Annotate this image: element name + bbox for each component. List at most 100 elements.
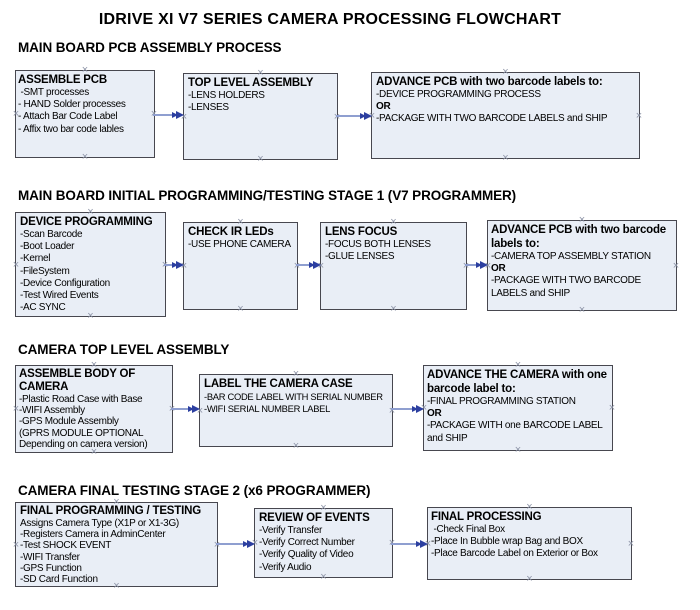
box-line: -AC SYNC bbox=[20, 302, 66, 314]
connection-handle-icon: × bbox=[608, 402, 616, 414]
connection-handle-icon: × bbox=[578, 304, 586, 316]
box-line: -Plastic Road Case with Base bbox=[19, 394, 143, 405]
box-line: -WIFI SERIAL NUMBER LABEL bbox=[204, 403, 331, 415]
connector-line bbox=[336, 115, 369, 117]
box-line: -FOCUS BOTH LENSES bbox=[325, 239, 431, 250]
box-line: -Place In Bubble wrap Bag and BOX bbox=[431, 536, 583, 548]
box-line: - Affix two bar code lables bbox=[18, 123, 124, 135]
box-title: LABEL THE CAMERA CASE bbox=[204, 378, 353, 390]
arrowhead-icon bbox=[188, 405, 194, 412]
box-line: Assigns Camera Type (X1P or X1-3G) bbox=[20, 518, 179, 529]
connector-arrow-label-to-advance bbox=[391, 403, 424, 415]
box-title: ADVANCE THE CAMERA with one barcode labe… bbox=[427, 369, 607, 395]
arrowhead-icon bbox=[247, 540, 255, 548]
box-title: LENS FOCUS bbox=[325, 226, 398, 238]
connector-arrow-lensfocus-to-advance bbox=[465, 259, 488, 271]
arrowhead-icon bbox=[416, 540, 422, 547]
flow-box-check-ir-leds: CHECK IR LEDs -USE PHONE CAMERA ×××× bbox=[181, 217, 300, 315]
connection-handle-icon: × bbox=[635, 109, 643, 122]
arrowhead-icon bbox=[172, 261, 178, 268]
connector-arrow-body-to-label bbox=[171, 403, 200, 415]
box-line: -Verify Quality of Video bbox=[259, 549, 354, 561]
connection-handle-icon: × bbox=[514, 444, 522, 456]
arrowhead-icon bbox=[313, 261, 321, 269]
box-line: -Place Barcode Label on Exterior or Box bbox=[431, 548, 598, 560]
box-line: -BAR CODE LABEL WITH SERIAL NUMBER bbox=[204, 391, 383, 402]
connection-handle-icon: × bbox=[257, 153, 264, 165]
box-title: FINAL PROCESSING bbox=[431, 511, 542, 523]
box-line: -WIFI Transfer bbox=[20, 551, 80, 563]
connection-handle-icon: × bbox=[502, 152, 509, 164]
arrowhead-icon bbox=[476, 261, 482, 268]
box-title: CHECK IR LEDs bbox=[188, 226, 274, 238]
arrowhead-icon bbox=[243, 540, 249, 547]
flow-box-advance-pcb-two-labels-stage1: ADVANCE PCB with two barcode labels to: … bbox=[485, 215, 680, 316]
flow-box-top-level-assembly: TOP LEVEL ASSEMBLY -LENS HOLDERS -LENSES… bbox=[181, 68, 340, 165]
arrowhead-icon bbox=[420, 540, 428, 548]
box-title: ADVANCE PCB with two barcode labels to: bbox=[491, 224, 667, 250]
connector-line bbox=[391, 543, 425, 545]
arrowhead-icon bbox=[309, 261, 315, 268]
section-heading-initial-programming-testing: MAIN BOARD INITIAL PROGRAMMING/TESTING S… bbox=[18, 188, 517, 203]
connection-handle-icon: × bbox=[390, 303, 397, 315]
flow-box-final-processing: FINAL PROCESSING -Check Final Box -Place… bbox=[425, 502, 635, 585]
connector-line bbox=[465, 264, 485, 266]
arrowhead-icon bbox=[192, 405, 200, 413]
box-line-or: OR bbox=[427, 408, 442, 420]
connection-handle-icon: × bbox=[526, 573, 533, 585]
box-line: -PACKAGE WITH TWO BARCODE LABELS and SHI… bbox=[376, 113, 608, 125]
connector-arrow-review-to-finalproc bbox=[391, 538, 428, 550]
box-line: -Scan Barcode bbox=[20, 229, 83, 240]
box-line: -PACKAGE WITH one BARCODE LABEL and SHIP bbox=[427, 420, 605, 444]
connection-handle-icon: × bbox=[627, 537, 635, 550]
box-line: -Boot Loader bbox=[20, 241, 75, 253]
connector-arrow-irleds-to-lensfocus bbox=[296, 259, 321, 271]
box-line: -Verify Audio bbox=[259, 561, 312, 573]
box-line: -Device Configuration bbox=[20, 277, 110, 289]
box-line: -LENS HOLDERS bbox=[188, 90, 265, 101]
box-line: -Verify Transfer bbox=[259, 525, 322, 536]
flow-box-final-programming-testing: FINAL PROGRAMMING / TESTING Assigns Came… bbox=[12, 497, 220, 592]
arrowhead-icon bbox=[416, 405, 424, 413]
flow-box-review-of-events: REVIEW OF EVENTS -Verify Transfer -Verif… bbox=[252, 503, 395, 583]
flow-box-advance-camera-one-label: ADVANCE THE CAMERA with one barcode labe… bbox=[421, 360, 616, 456]
connector-line bbox=[153, 114, 181, 116]
box-line: -Registers Camera in AdminCenter bbox=[20, 529, 166, 541]
box-title: ASSEMBLE PCB bbox=[18, 74, 107, 86]
arrowhead-icon bbox=[360, 112, 366, 119]
arrowhead-icon bbox=[480, 261, 488, 269]
arrowhead-icon bbox=[412, 405, 418, 412]
box-line-or: OR bbox=[376, 101, 391, 113]
box-line: -FileSystem bbox=[20, 265, 70, 277]
section-heading-pcb-assembly: MAIN BOARD PCB ASSEMBLY PROCESS bbox=[18, 40, 282, 55]
box-line: -USE PHONE CAMERA bbox=[188, 239, 291, 250]
box-line: -Test SHOCK EVENT bbox=[20, 540, 112, 552]
box-line: -GPS Module Assembly bbox=[19, 416, 119, 428]
connection-handle-icon: × bbox=[12, 538, 20, 551]
section-heading-camera-final-testing: CAMERA FINAL TESTING STAGE 2 (x6 PROGRAM… bbox=[18, 483, 371, 498]
box-line: - HAND Solder processes bbox=[18, 99, 126, 111]
page-title: IDRIVE XI V7 SERIES CAMERA PROCESSING FL… bbox=[98, 11, 562, 28]
arrowhead-icon bbox=[364, 112, 372, 120]
box-title: DEVICE PROGRAMMING bbox=[20, 216, 153, 228]
flow-box-device-programming: DEVICE PROGRAMMING -Scan Barcode -Boot L… bbox=[12, 207, 168, 322]
connection-handle-icon: × bbox=[12, 258, 20, 271]
box-line: -Test Wired Events bbox=[20, 290, 99, 302]
box-line-or: OR bbox=[491, 263, 506, 275]
connection-handle-icon: × bbox=[672, 259, 680, 272]
arrowhead-icon bbox=[176, 111, 184, 119]
connector-arrow-toplevel-to-advance bbox=[336, 110, 372, 122]
box-line: -CAMERA TOP ASSEMBLY STATION bbox=[491, 251, 651, 262]
box-line: -DEVICE PROGRAMMING PROCESS bbox=[376, 89, 541, 100]
connection-handle-icon: × bbox=[292, 440, 300, 452]
section-heading-camera-top-assembly: CAMERA TOP LEVEL ASSEMBLY bbox=[18, 342, 230, 357]
flow-box-label-camera-case: LABEL THE CAMERA CASE -BAR CODE LABEL WI… bbox=[197, 369, 395, 452]
flow-box-assemble-body-of-camera: ASSEMBLE BODY OF CAMERA -Plastic Road Ca… bbox=[13, 360, 175, 458]
flow-box-assemble-pcb: ASSEMBLE PCB -SMT processes - HAND Solde… bbox=[13, 65, 157, 163]
connector-arrow-finalprog-to-review bbox=[216, 538, 255, 550]
box-line: -Kernel bbox=[20, 253, 51, 265]
box-title: ADVANCE PCB with two barcode labels to: bbox=[376, 76, 603, 88]
connector-line bbox=[171, 408, 197, 410]
box-line: -Check Final Box bbox=[431, 524, 505, 535]
